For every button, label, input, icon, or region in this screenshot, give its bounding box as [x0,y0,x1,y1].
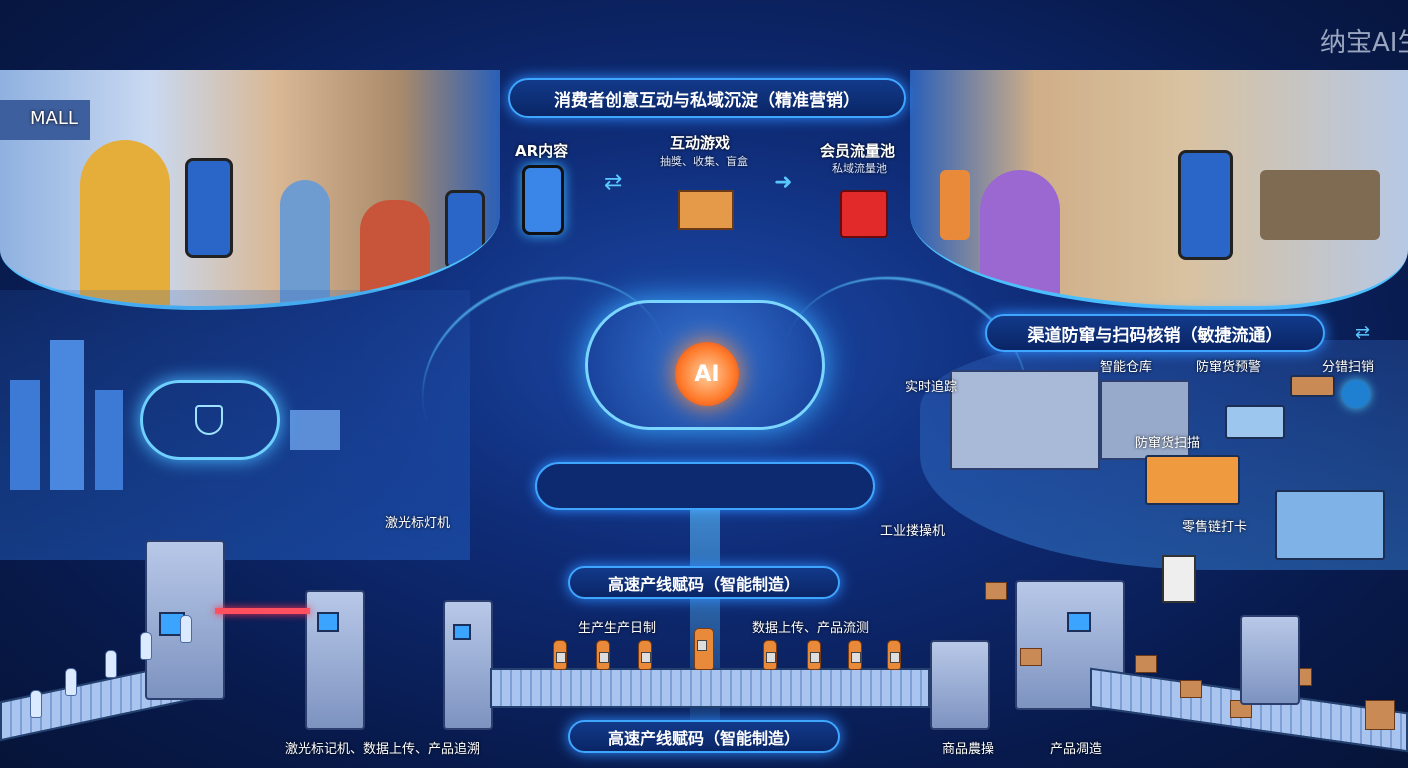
phone-icon [185,158,233,258]
manufacturing-section-title: 高速产线赋码（智能制造） [568,566,840,599]
member-pool-label: 会员流量池 [820,142,896,160]
bottle-icon [940,170,970,240]
bottle-icon [807,640,821,670]
industrial-machine-label: 工业搂操机 [880,524,946,539]
shield-icon [195,405,223,435]
bottle-icon [638,640,652,670]
anti-diversion-alert-label: 防窜货预警 [1196,360,1262,375]
gift-box-icon [678,190,734,230]
sort-scan-label: 分错扫销 [1322,360,1375,375]
manufacturing-bottom-title: 高速产线赋码（智能制造） [568,720,840,753]
sparkle-icon [1342,380,1370,408]
laser-machine-label: 激光标灯机 [385,516,451,531]
man-figure [280,180,330,306]
warehouse-label: 智能仓库 [1100,360,1153,375]
swap-arrows-icon: ⇄ [1355,322,1371,343]
bottle-icon [848,640,862,670]
tracking-label: 实时追踪 [905,380,958,395]
mall-sign-text: MALL [30,108,78,129]
empty-label-pill [535,462,875,510]
ar-content-label: AR内容 [515,142,569,160]
bottle-icon [553,640,567,670]
red-envelope-icon [840,190,888,238]
laser-marking-machine [145,540,225,700]
woman-figure [80,140,170,306]
phone-icon [1178,150,1233,260]
anti-diversion-scan-label: 防窜货扫描 [1135,436,1201,451]
man-figure [360,200,430,306]
laser-beam [215,608,310,614]
interactive-game-label: 互动游戏 [670,134,731,152]
ai-core-icon: AI [675,342,739,406]
logistics-scene [920,340,1408,570]
channel-section-title: 渠道防窜与扫码核销（敏捷流通） [985,314,1325,352]
interactive-game-sub: 抽獎、收集、盲盒 [660,155,748,168]
truck-icon [1290,375,1335,397]
watermark: 纳宝AI生成 [1320,28,1408,58]
arrow-right-icon: ➜ [774,170,793,195]
qr-code-icon [1162,555,1196,603]
arrow-right-icon: ⇄ [604,170,623,195]
laser-upload-trace-label: 激光标记机、数据上传、产品追溯 [285,742,481,757]
phone-icon [445,190,485,270]
truck-icon [1225,405,1285,439]
production-date-label: 生产生产日制 [578,621,657,636]
goods-op-label: 商品農操 [942,742,995,757]
consumer-section-title: 消费者创意互动与私域沉淀（精准营销） [508,78,906,118]
cloud-shield-icon [140,380,280,460]
bottle-icon [694,628,714,670]
packaging-machine [930,640,990,730]
mall-cafe-scene: MALL [0,70,500,310]
conveyor-belt [490,668,930,708]
member-pool-sub: 私域流量池 [832,162,887,175]
woman-figure [980,170,1060,306]
mall-sign [0,100,90,140]
retail-checkin-label: 零售链打卡 [1182,520,1248,535]
bottle-icon [763,640,777,670]
cafe-scene [910,70,1408,310]
warehouse [950,370,1100,470]
smart-city-scene [0,290,470,560]
coding-machine [305,590,365,730]
product-make-label: 产品凋造 [1050,742,1103,757]
data-upload-test-label: 数据上传、产品流测 [752,621,870,636]
bottle-icon [887,640,901,670]
cafe-table [1260,170,1380,240]
scanner-machine [443,600,493,730]
truck-icon [1145,455,1240,505]
truck-icon [1275,490,1385,560]
ar-phone-icon [522,165,564,235]
bottle-icon [596,640,610,670]
sorting-machine [1240,615,1300,705]
